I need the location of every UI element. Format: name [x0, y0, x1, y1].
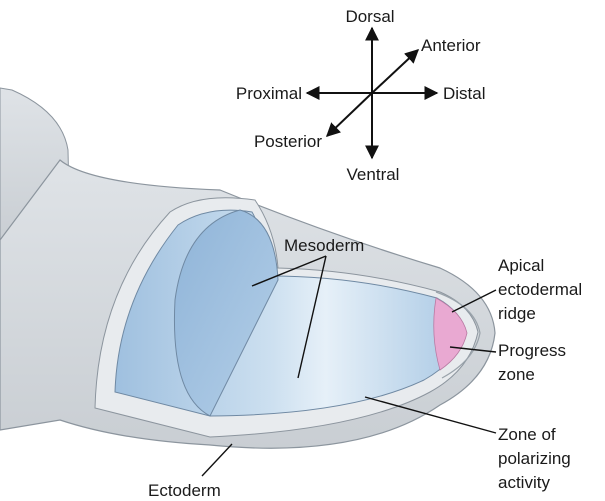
label-progress-zone-2: zone [498, 365, 535, 384]
label-apical-ridge-3: ridge [498, 304, 536, 323]
label-apical-ridge-1: Apical [498, 256, 544, 275]
label-proximal: Proximal [236, 84, 302, 103]
label-progress-zone-1: Progress [498, 341, 566, 360]
label-zpa-2: polarizing [498, 449, 571, 468]
label-ventral: Ventral [347, 165, 400, 184]
orientation-axes [307, 28, 437, 158]
posterior-arrow [327, 93, 372, 136]
label-zpa-3: activity [498, 473, 550, 492]
label-distal: Distal [443, 84, 486, 103]
anterior-arrow [372, 50, 418, 93]
label-zpa-1: Zone of [498, 425, 556, 444]
label-posterior: Posterior [254, 132, 322, 151]
label-apical-ridge-2: ectodermal [498, 280, 582, 299]
label-mesoderm: Mesoderm [284, 236, 364, 255]
label-dorsal: Dorsal [345, 7, 394, 26]
label-ectoderm: Ectoderm [148, 481, 221, 500]
label-anterior: Anterior [421, 36, 481, 55]
